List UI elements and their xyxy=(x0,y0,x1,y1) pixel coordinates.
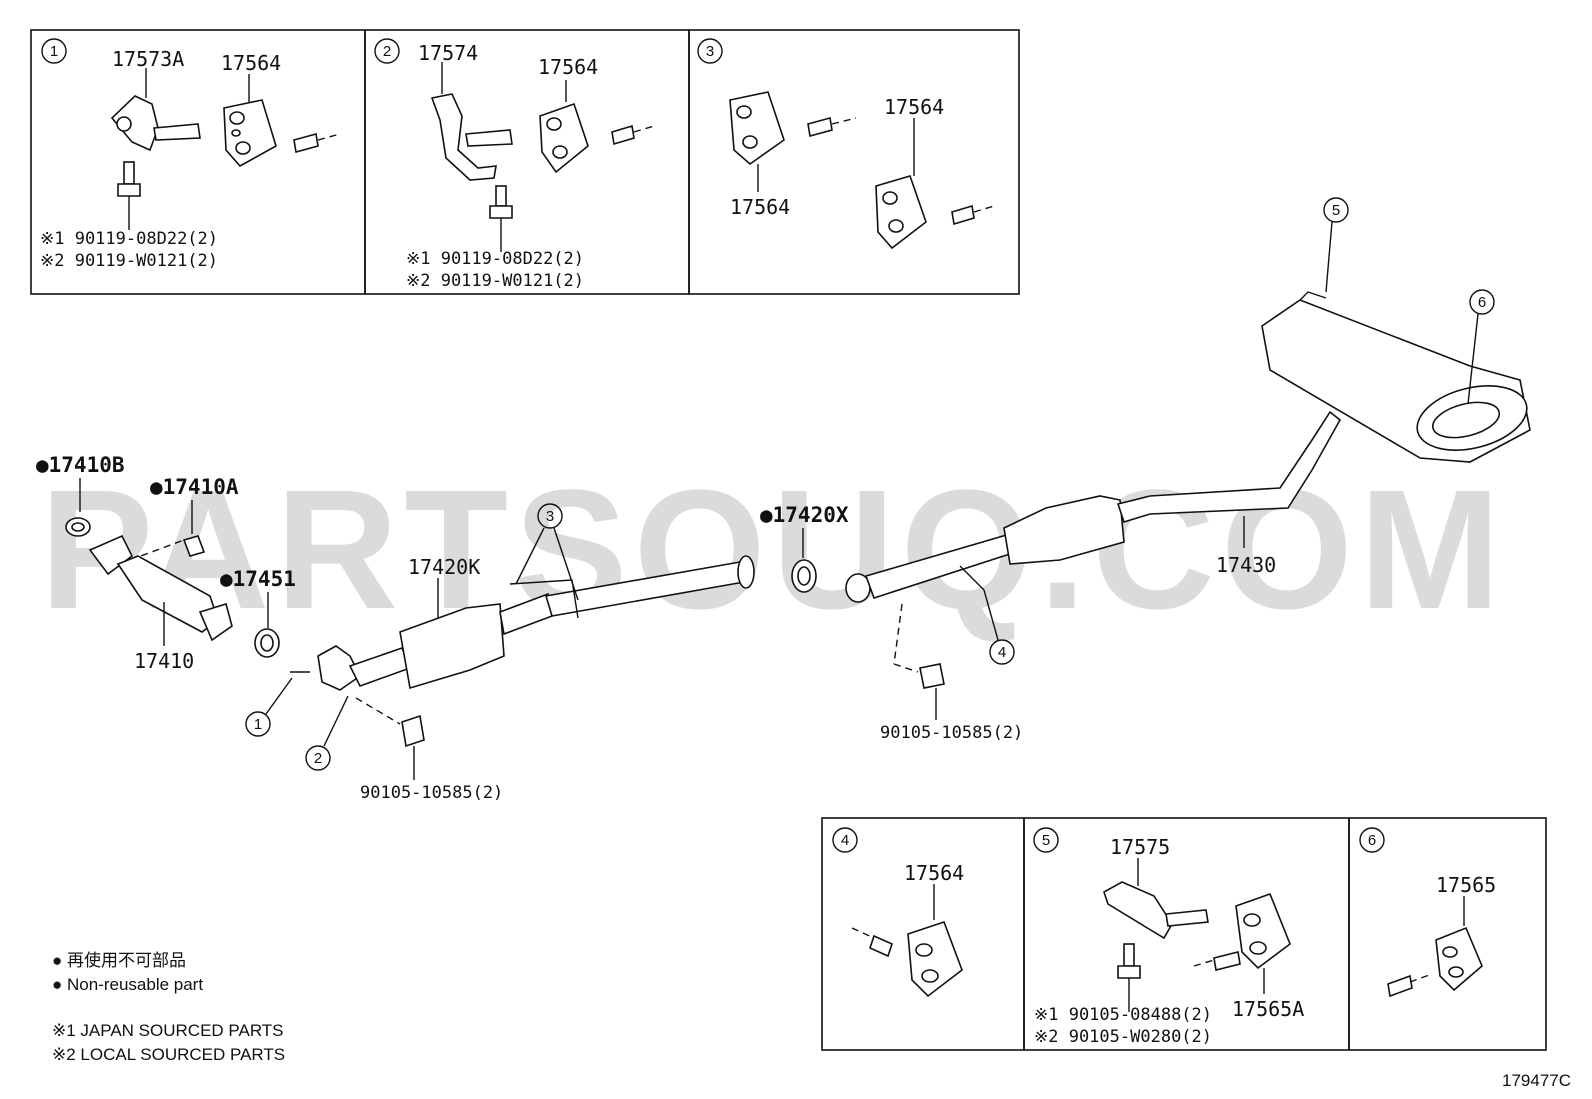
callout-box-1: 1 17573A 17564 ※1 90119-08D22(2) ※2 9011… xyxy=(30,29,366,295)
callout-num-5: 5 xyxy=(1042,832,1050,849)
label-17575: 17575 xyxy=(1110,835,1170,859)
label-17564-box1: 17564 xyxy=(221,51,281,75)
fastener-2-jp: ※1 90119-08D22(2) xyxy=(406,249,584,269)
callout-box-6: 6 17565 xyxy=(1348,817,1547,1051)
fastener-2-local: ※2 90119-W0121(2) xyxy=(406,271,584,291)
label-17410B: ●17410B xyxy=(36,453,125,477)
label-17564-box2: 17564 xyxy=(538,55,598,79)
center-pipe-assembly: 17420K 3 ●17420X 1 2 90105-10585(2) xyxy=(245,503,849,803)
label-17565A: 17565A xyxy=(1232,997,1304,1021)
label-17420K: 17420K xyxy=(408,555,480,579)
fastener-5-local: ※2 90105-W0280(2) xyxy=(1034,1027,1212,1047)
label-17564-box3b: 17564 xyxy=(884,95,944,119)
callout-box-4: 4 17564 xyxy=(821,817,1025,1051)
callout-box-2: 2 17574 17564 ※1 90119-08D22(2) ※2 90119… xyxy=(364,29,690,295)
callout-num-4: 4 xyxy=(841,832,849,849)
ref-circle-4: 4 xyxy=(998,644,1006,661)
ref-circle-3: 3 xyxy=(546,508,554,525)
legend-jp: ● 再使用不可部品 xyxy=(52,950,186,970)
label-17451: ●17451 xyxy=(220,567,296,591)
label-17430: 17430 xyxy=(1216,553,1276,577)
front-pipe-assembly: ●17410B ●17410A ●17451 17410 xyxy=(36,453,296,673)
fastener-5-jp: ※1 90105-08488(2) xyxy=(1034,1005,1212,1025)
ref-circle-1: 1 xyxy=(254,716,262,733)
label-17410A: ●17410A xyxy=(150,475,239,499)
label-17410: 17410 xyxy=(134,649,194,673)
label-bolt-rear: 90105-10585(2) xyxy=(880,723,1023,743)
label-17565: 17565 xyxy=(1436,873,1496,897)
callout-box-3: 3 17564 17564 xyxy=(688,29,1020,295)
legend-note-japan: ※1 JAPAN SOURCED PARTS xyxy=(52,1021,284,1040)
label-17564-box3a: 17564 xyxy=(730,195,790,219)
ref-circle-6: 6 xyxy=(1478,294,1486,311)
label-17420X: ●17420X xyxy=(760,503,849,527)
fastener-1-local: ※2 90119-W0121(2) xyxy=(40,251,218,271)
tail-pipe-assembly: 4 90105-10585(2) 17430 5 6 xyxy=(845,197,1531,743)
fastener-1-jp: ※1 90119-08D22(2) xyxy=(40,229,218,249)
watermark: PARTSOUQ.COM xyxy=(40,455,1507,645)
callout-num-6: 6 xyxy=(1368,832,1376,849)
label-bolt-front: 90105-10585(2) xyxy=(360,783,503,803)
callout-box-5: 5 17575 17565A ※1 90105-08488(2) ※2 9010… xyxy=(1023,817,1350,1051)
callout-num-1: 1 xyxy=(50,43,58,60)
label-17574: 17574 xyxy=(418,41,478,65)
callout-num-3: 3 xyxy=(706,43,714,60)
label-17573A: 17573A xyxy=(112,47,184,71)
ref-circle-2: 2 xyxy=(314,750,322,767)
label-17564-box4: 17564 xyxy=(904,861,964,885)
diagram-id: 179477C xyxy=(1502,1071,1571,1090)
legend-non-reusable: ● Non-reusable part xyxy=(52,975,203,994)
ref-circle-5: 5 xyxy=(1332,202,1340,219)
legend-note-local: ※2 LOCAL SOURCED PARTS xyxy=(52,1045,285,1064)
callout-num-2: 2 xyxy=(383,43,391,60)
legend: ● 再使用不可部品 ● Non-reusable part ※1 JAPAN S… xyxy=(52,950,285,1064)
